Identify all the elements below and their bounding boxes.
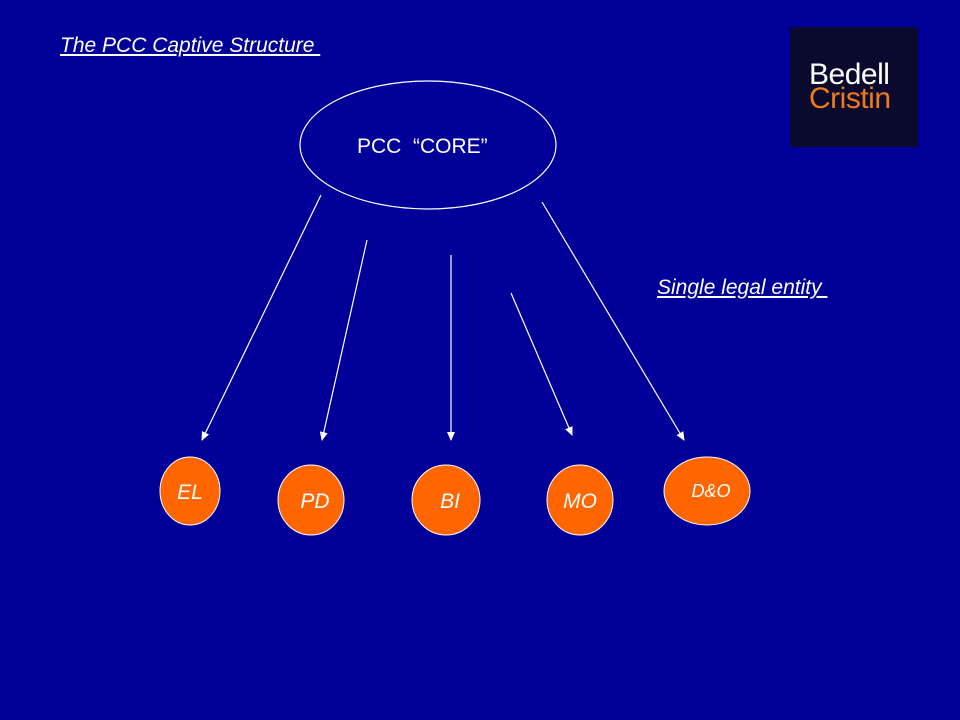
single-legal-entity-label: Single legal entity — [657, 276, 828, 299]
arrow-to-do — [541, 201, 685, 441]
cell-do-label: D&O — [691, 481, 730, 501]
cell-pd: PD — [277, 464, 345, 536]
core-label: PCC “CORE” — [357, 135, 488, 158]
logo-text-line2: Cristin — [809, 82, 891, 115]
arrow-to-pd — [319, 239, 368, 441]
cell-mo: MO — [546, 464, 614, 536]
cell-el-label: EL — [177, 481, 203, 504]
cell-mo-label: MO — [563, 490, 597, 513]
bedell-cristin-logo: Bedell Cristin — [790, 27, 918, 147]
cell-pd-label: PD — [300, 490, 329, 513]
cell-el: EL — [159, 456, 221, 526]
core-ellipse — [299, 80, 557, 210]
cell-bi-label: BI — [440, 490, 460, 513]
page-title: The PCC Captive Structure — [60, 34, 321, 57]
arrow-to-mo — [510, 292, 573, 436]
logo-text-line1: Bedell — [809, 58, 890, 91]
cell-do: D&O — [663, 456, 751, 526]
cell-bi: BI — [411, 464, 481, 536]
arrow-to-el — [201, 194, 322, 441]
